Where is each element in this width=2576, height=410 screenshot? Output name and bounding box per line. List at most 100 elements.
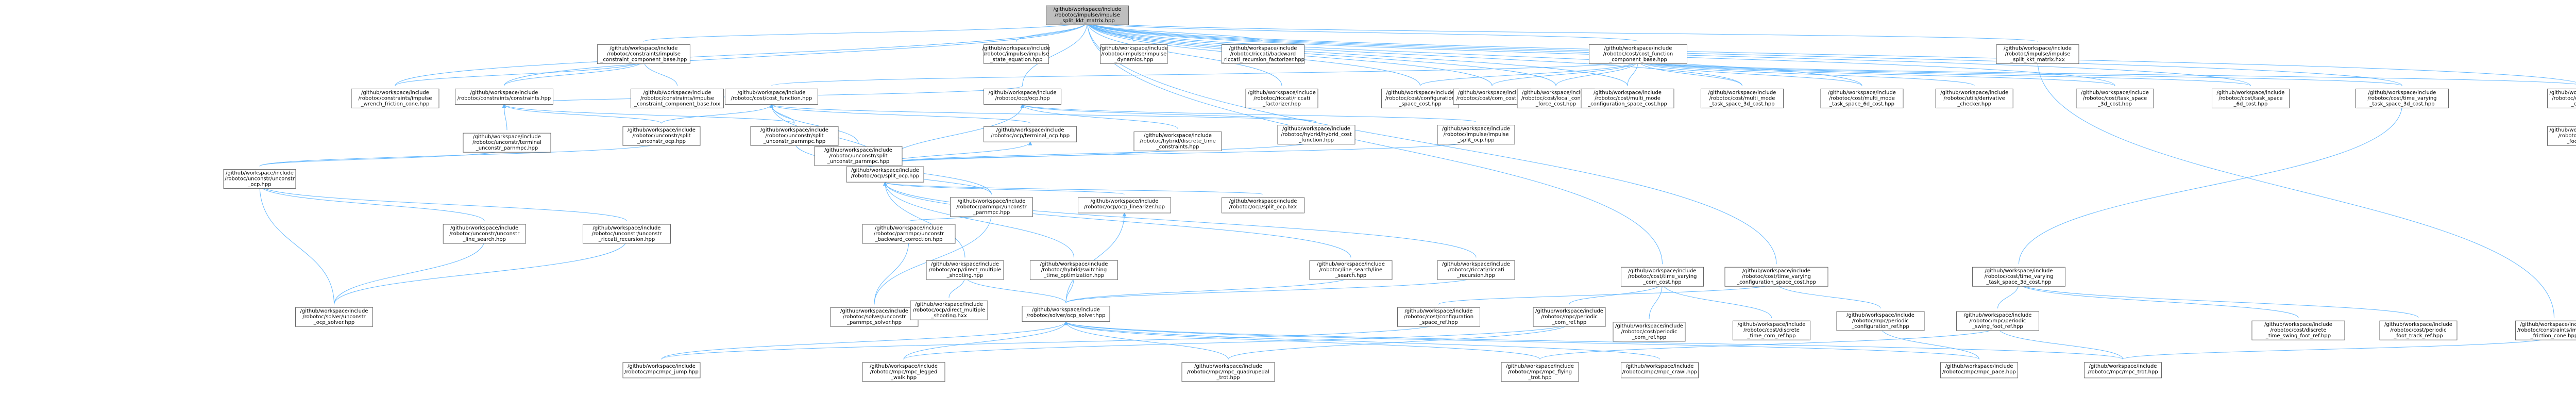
- file-node[interactable]: /github/workspace/include/robotoc/ocp/sp…: [846, 166, 924, 183]
- node-label-line: _riccati_recursion.hpp: [598, 237, 655, 242]
- dependency-edge: [883, 182, 1074, 258]
- node-label-line: _state_equation.hpp: [990, 57, 1043, 63]
- file-node[interactable]: /github/workspace/include/robotoc/cost/t…: [2076, 88, 2154, 108]
- file-node[interactable]: /github/workspace/include/robotoc/constr…: [597, 44, 690, 64]
- file-node[interactable]: /github/workspace/include/robotoc/cost/s…: [2547, 126, 2576, 146]
- node-label-line: _time_optimization.hpp: [1043, 273, 1104, 278]
- node-label-line: _cost.hpp: [2571, 101, 2576, 107]
- dependency-edge: [258, 184, 627, 222]
- file-node[interactable]: /github/workspace/include/robotoc/mpc/pe…: [1533, 307, 1606, 327]
- file-node[interactable]: /github/workspace/include/robotoc/constr…: [2515, 320, 2576, 340]
- file-node[interactable]: /github/workspace/include/robotoc/uncons…: [750, 126, 839, 146]
- file-node[interactable]: /github/workspace/include/robotoc/cost/c…: [1397, 307, 1480, 327]
- file-node[interactable]: /github/workspace/include/robotoc/cost/c…: [1589, 44, 1687, 64]
- file-node[interactable]: /github/workspace/include/robotoc/cost/d…: [1733, 320, 1810, 340]
- file-node[interactable]: /github/workspace/include/robotoc/cost/p…: [1613, 322, 1686, 342]
- node-box: [1935, 88, 2013, 108]
- node-box: [2355, 88, 2449, 108]
- file-node[interactable]: /github/workspace/include/robotoc/cost/t…: [2212, 88, 2290, 108]
- node-label-line: /github/workspace/include: [996, 127, 1064, 133]
- file-node[interactable]: /github/workspace/include/robotoc/constr…: [631, 88, 724, 108]
- file-node[interactable]: /github/workspace/include/robotoc/mpc/mp…: [1501, 362, 1579, 382]
- node-label-line: _configuration_ref.hpp: [1851, 324, 1909, 330]
- node-label-line: /github/workspace/include: [361, 90, 429, 95]
- node-label-line: /github/workspace/include: [2004, 46, 2072, 52]
- file-node[interactable]: /github/workspace/include/robotoc/ocp/sp…: [1222, 197, 1304, 214]
- file-node[interactable]: /github/workspace/include/robotoc/mpc/mp…: [622, 362, 701, 379]
- file-node[interactable]: /github/workspace/include/robotoc/cost/d…: [2251, 320, 2345, 340]
- node-label-line: /github/workspace/include: [1945, 364, 2013, 369]
- file-node[interactable]: /github/workspace/include/robotoc/impuls…: [1996, 44, 2079, 64]
- file-node[interactable]: /github/workspace/include/robotoc/cost/s…: [2547, 88, 2576, 108]
- file-node[interactable]: /github/workspace/include/robotoc/ocp/oc…: [1078, 197, 1171, 214]
- file-node[interactable]: /github/workspace/include/robotoc/line_s…: [1309, 260, 1393, 280]
- file-node[interactable]: /github/workspace/include/robotoc/cost/c…: [1381, 88, 1459, 108]
- node-box: [2547, 126, 2576, 146]
- node-label-line: /github/workspace/include: [2550, 127, 2576, 133]
- file-node[interactable]: /github/workspace/include/robotoc/hybrid…: [1030, 260, 1118, 280]
- file-node[interactable]: /github/workspace/include/robotoc/cost/t…: [1972, 267, 2065, 287]
- node-box: [1277, 125, 1355, 145]
- file-node[interactable]: /github/workspace/include/robotoc/uncons…: [443, 224, 526, 244]
- file-node[interactable]: /github/workspace/include/robotoc/uncons…: [463, 133, 551, 153]
- file-node[interactable]: /github/workspace/include/robotoc/solver…: [830, 307, 919, 327]
- file-node[interactable]: /github/workspace/include/robotoc/riccat…: [1245, 88, 1318, 108]
- file-node[interactable]: /github/workspace/include/robotoc/mpc/mp…: [2084, 362, 2162, 379]
- file-node[interactable]: /github/workspace/include/robotoc/uncons…: [223, 169, 296, 189]
- file-node[interactable]: /github/workspace/include/robotoc/parnmp…: [950, 197, 1033, 217]
- node-label-line: _force_cost.hpp: [1535, 101, 1576, 107]
- file-node[interactable]: /github/workspace/include/robotoc/riccat…: [1437, 260, 1515, 280]
- file-node[interactable]: /github/workspace/include/robotoc/cost/c…: [724, 88, 818, 105]
- file-node[interactable]: /github/workspace/include/robotoc/cost/t…: [2355, 88, 2449, 108]
- file-node[interactable]: /github/workspace/include/robotoc/mpc/pe…: [1836, 311, 1925, 331]
- file-node[interactable]: /github/workspace/include/robotoc/mpc/mp…: [1940, 362, 2018, 379]
- file-node[interactable]: /github/workspace/include/robotoc/solver…: [1022, 306, 1110, 322]
- node-label-line: /github/workspace/include: [1040, 261, 1108, 267]
- node-box: [862, 224, 956, 244]
- file-node[interactable]: /github/workspace/include/robotoc/utils/…: [1935, 88, 2013, 108]
- file-node[interactable]: /github/workspace/include/robotoc/uncons…: [814, 146, 903, 166]
- file-node[interactable]: /github/workspace/include/robotoc/mpc/mp…: [1181, 362, 1275, 382]
- dependency-edge: [1085, 21, 1862, 86]
- node-label-line: /github/workspace/include: [1442, 126, 1510, 132]
- file-node[interactable]: /github/workspace/include/robotoc/solver…: [295, 307, 373, 327]
- node-label-line: /robotoc/ocp/ocp.hpp: [995, 95, 1049, 101]
- dependency-edge: [259, 141, 664, 167]
- file-node[interactable]: /github/workspace/include/robotoc/cost/m…: [1581, 88, 1674, 108]
- file-node[interactable]: /github/workspace/include/robotoc/ocp/oc…: [984, 88, 1062, 105]
- node-label-line: _task_space_6d_cost.hpp: [1829, 101, 1894, 107]
- file-node[interactable]: /github/workspace/include/robotoc/mpc/mp…: [1621, 362, 1699, 379]
- file-node[interactable]: /github/workspace/include/robotoc/mpc/pe…: [1956, 311, 2039, 331]
- file-node[interactable]: /github/workspace/include/robotoc/constr…: [351, 88, 439, 108]
- file-node[interactable]: /github/workspace/include/robotoc/impuls…: [1437, 125, 1515, 145]
- file-node[interactable]: /github/workspace/include/robotoc/ocp/di…: [926, 260, 1004, 280]
- node-box: [1022, 306, 1110, 322]
- file-node[interactable]: /github/workspace/include/robotoc/impuls…: [1100, 44, 1168, 64]
- file-node[interactable]: /github/workspace/include/robotoc/cost/p…: [2379, 320, 2458, 340]
- node-label-line: _com_cost.hpp: [1642, 280, 1681, 285]
- file-node[interactable]: /github/workspace/include/robotoc/cost/t…: [1621, 267, 1704, 287]
- file-node[interactable]: /github/workspace/include/robotoc/hybrid…: [1277, 125, 1355, 145]
- dependency-edge: [1649, 282, 1665, 319]
- file-node[interactable]: /github/workspace/include/robotoc/uncons…: [622, 126, 701, 146]
- file-node[interactable]: /github/workspace/include/robotoc/cost/m…: [1820, 88, 1904, 108]
- file-node[interactable]: /github/workspace/include/robotoc/constr…: [455, 88, 553, 105]
- node-label-line: /robotoc/cost/periodic: [1621, 329, 1677, 335]
- file-node[interactable]: /github/workspace/include/robotoc/uncons…: [583, 224, 671, 244]
- node-box: [830, 307, 919, 327]
- file-node[interactable]: /github/workspace/include/robotoc/hybrid…: [1133, 132, 1222, 152]
- file-node[interactable]: /github/workspace/include/robotoc/cost/t…: [1724, 267, 1828, 287]
- file-node[interactable]: /github/workspace/include/robotoc/impuls…: [982, 44, 1050, 64]
- node-label-line: /github/workspace/include: [1144, 133, 1212, 139]
- file-node[interactable]: /github/workspace/include/robotoc/ocp/te…: [984, 126, 1077, 142]
- root-file-node[interactable]: /github/workspace/include/robotoc/impuls…: [1046, 5, 1129, 25]
- file-node[interactable]: /github/workspace/include/robotoc/ocp/di…: [910, 300, 988, 320]
- dependency-edge: [1020, 104, 1477, 123]
- file-node[interactable]: /github/workspace/include/robotoc/mpc/mp…: [862, 362, 945, 382]
- file-node[interactable]: /github/workspace/include/robotoc/cost/m…: [1701, 88, 1784, 108]
- file-node[interactable]: /github/workspace/include/robotoc/riccat…: [1221, 44, 1304, 64]
- node-box: [1940, 362, 2018, 379]
- file-node[interactable]: /github/workspace/include/robotoc/parnmp…: [862, 224, 956, 244]
- node-label-line: /github/workspace/include: [840, 308, 908, 314]
- node-label-line: /github/workspace/include: [1317, 261, 1385, 267]
